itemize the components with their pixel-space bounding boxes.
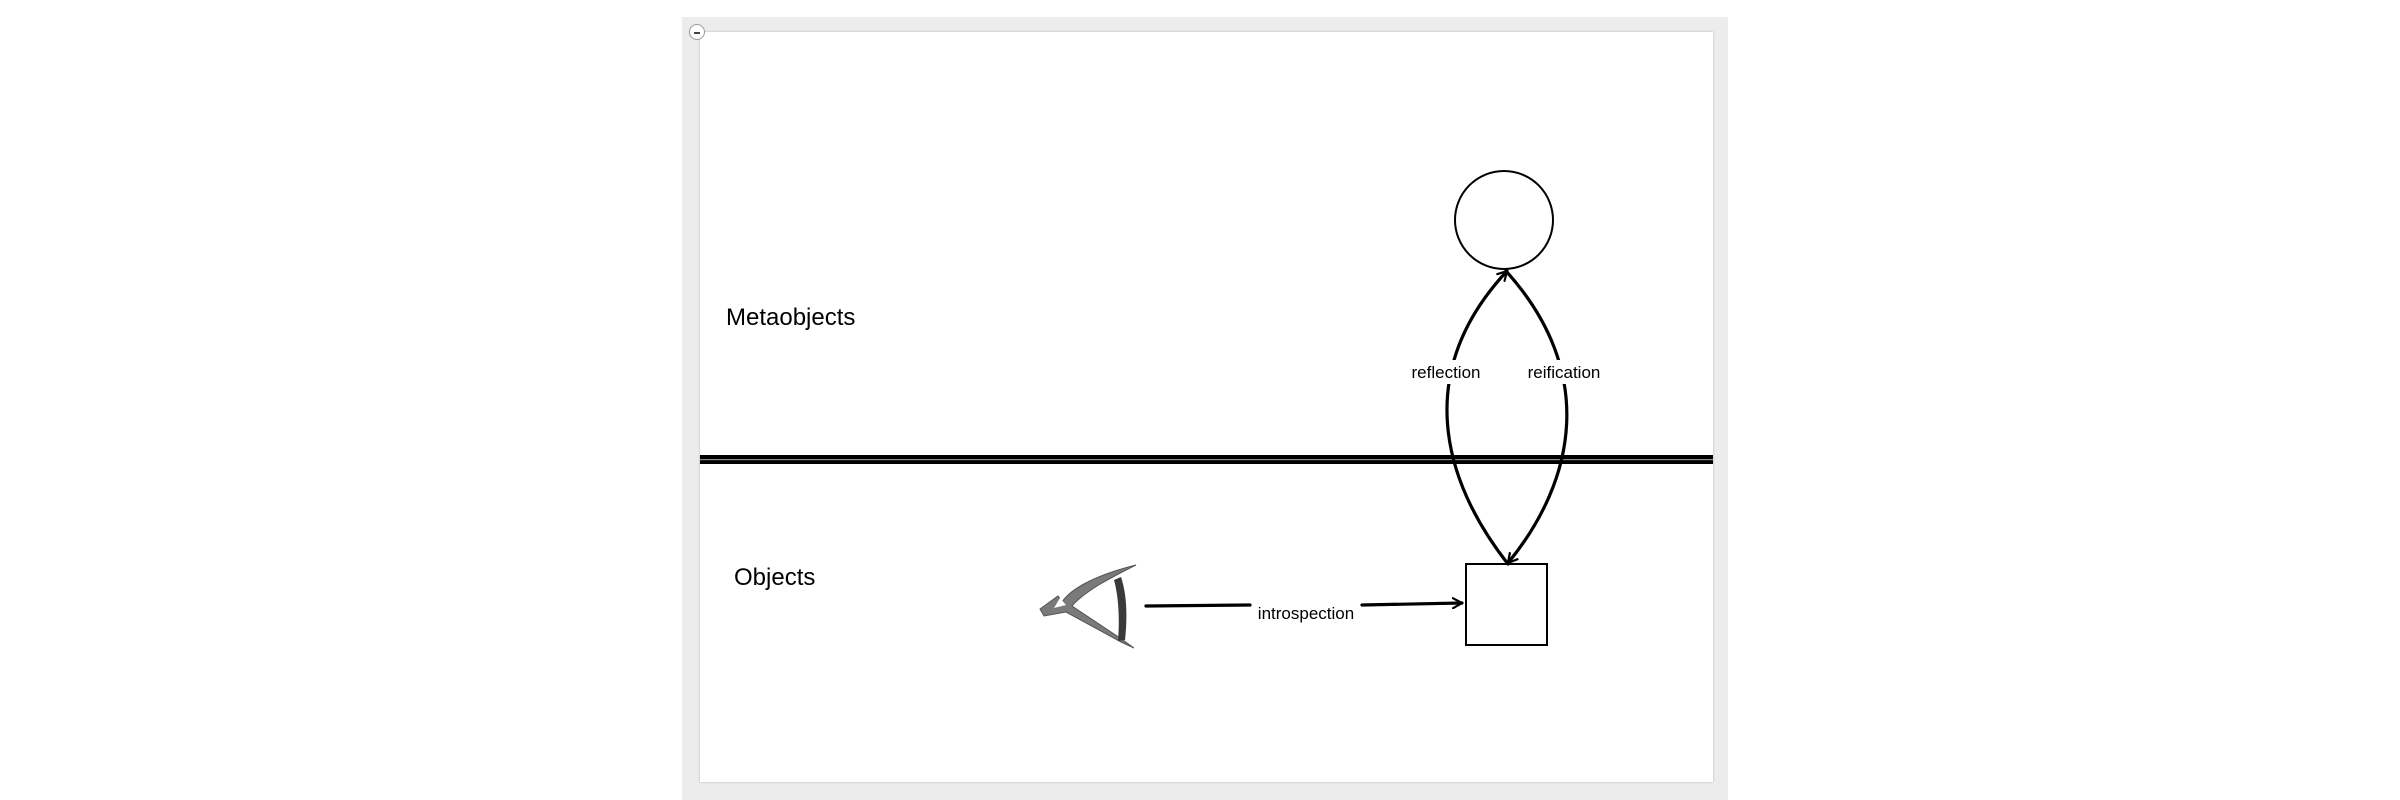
- reification-label: reification: [1528, 363, 1601, 382]
- object-square[interactable]: [1465, 563, 1548, 646]
- reflection-label-bg: [1405, 360, 1487, 384]
- objects-label: Objects: [734, 564, 815, 591]
- reification-arrow: [1504, 269, 1569, 565]
- metaobjects-label: Metaobjects: [726, 304, 855, 331]
- introspection-arrow: [1360, 603, 1464, 605]
- metaobject-circle[interactable]: [1454, 170, 1554, 270]
- collapse-button[interactable]: [689, 24, 705, 40]
- introspection-arrow-tail: [1144, 603, 1252, 608]
- level-divider-highlight: [700, 459, 1713, 461]
- reification-label-bg: [1519, 360, 1609, 384]
- eye-icon: [1039, 564, 1137, 649]
- introspection-label: introspection: [1258, 604, 1354, 623]
- drawing-canvas: [700, 32, 1713, 782]
- reflection-label: reflection: [1412, 363, 1481, 382]
- reflection-arrow: [1445, 269, 1510, 566]
